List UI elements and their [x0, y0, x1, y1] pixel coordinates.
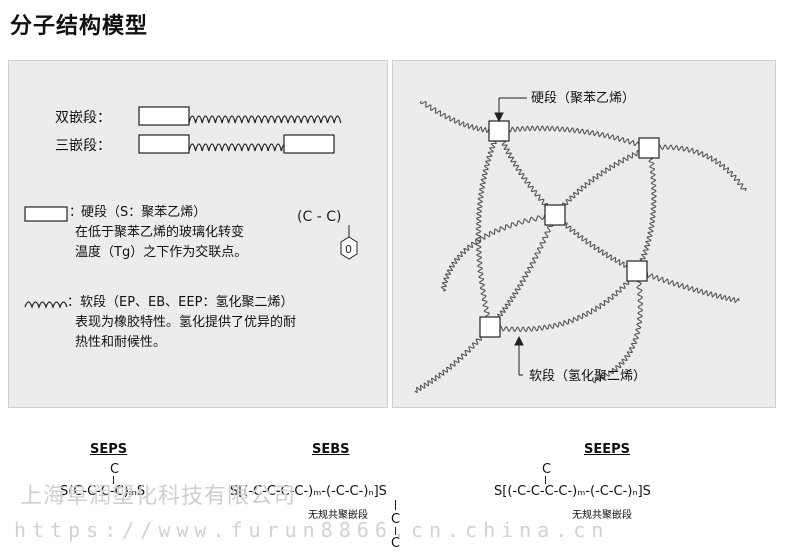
hard-domains — [479, 120, 660, 338]
soft-chain — [554, 145, 650, 217]
hard-domain — [488, 120, 510, 142]
svg-text:0: 0 — [345, 243, 352, 256]
svg-text:(C - C): (C - C) — [297, 209, 341, 225]
triblock-label: 三嵌段： — [55, 138, 111, 154]
seps-branch: C — [110, 462, 120, 477]
hard-domain — [479, 316, 501, 338]
sebs-branch-2: C — [391, 536, 401, 551]
seps-branch-bond — [113, 476, 114, 484]
network-panel: 硬段（聚苯乙烯） 软段（氢化聚二烯） — [392, 60, 776, 408]
soft-chains — [414, 100, 747, 394]
diblock-hard-segment — [138, 106, 190, 126]
soft-chain — [420, 100, 500, 134]
sebs-branch-bond-1 — [395, 500, 396, 510]
soft-chain — [498, 125, 650, 150]
company-watermark: 上海阜润塑化科技有限公司 — [20, 484, 297, 509]
hard-segment-callout: 硬段（聚苯乙烯） — [531, 91, 636, 106]
diblock-soft-segment — [188, 115, 342, 124]
seps-name: SEPS — [90, 442, 128, 457]
seeps-formula: S[(-C-C-C-C-)ₘ-(-C-C-)ₙ]S — [494, 484, 651, 499]
soft-chain — [553, 214, 638, 273]
soft-segment-desc-1: ：软段（EP、EB、EEP：氢化聚二烯） — [67, 295, 294, 310]
callout-arrows — [494, 97, 527, 376]
styrene-unit-structure: (C - C) 0 — [297, 209, 358, 260]
soft-chain — [635, 147, 657, 272]
seeps-branch-bond — [545, 476, 546, 484]
url-watermark: https://www.furun8866.cn.china.cn — [14, 518, 610, 542]
soft-chain — [440, 212, 556, 292]
soft-chain — [592, 270, 644, 384]
seeps-branch: C — [542, 462, 552, 477]
soft-segment-desc-2: 表现为橡胶特性。氢化提供了优异的耐 — [75, 315, 297, 330]
soft-segment-desc-3: 热性和耐候性。 — [75, 335, 167, 350]
page-title: 分子结构模型 — [10, 14, 149, 39]
soft-chain — [648, 144, 747, 192]
seps-formula: S(C-C-C-C)ₘS — [60, 484, 146, 499]
seeps-name: SEEPS — [584, 442, 631, 457]
legend-graphics: (C - C) 0 — [24, 106, 358, 309]
sebs-formula: S[(-C-C-C-C-)ₘ-(-C-C-)ₙ]S — [230, 484, 387, 499]
legend-panel: (C - C) 0 双嵌段： 三嵌段： ： 硬段（S：聚苯乙烯） 在低于聚苯乙烯… — [8, 60, 388, 408]
soft-callout-arrow-head — [514, 335, 524, 346]
hard-segment-colon: ： — [69, 205, 83, 220]
soft-segment-callout: 软段（氢化聚二烯） — [529, 369, 647, 384]
hard-callout-arrow-head — [494, 112, 504, 123]
soft-chain — [475, 130, 501, 328]
hard-domain — [638, 137, 660, 159]
hard-segment-desc-2: 在低于聚苯乙烯的玻璃化转变 — [75, 225, 245, 240]
sebs-branch-bond-2 — [395, 527, 396, 535]
soft-chain — [496, 130, 557, 216]
diblock-label: 双嵌段： — [55, 110, 111, 126]
triblock-hard-segment-left — [138, 134, 190, 154]
benzene-ring-icon — [340, 236, 358, 260]
hard-segment-desc-3: 温度（Tg）之下作为交联点。 — [75, 245, 248, 260]
soft-chain — [489, 270, 638, 333]
soft-chain — [414, 325, 491, 394]
soft-chain — [636, 269, 740, 304]
triblock-hard-segment-right — [283, 134, 335, 154]
hard-domain — [626, 260, 648, 282]
hard-domain — [544, 204, 566, 226]
polymer-network-diagram — [414, 97, 747, 394]
triblock-soft-segment — [188, 143, 289, 152]
seeps-note: 无规共聚嵌段 — [572, 510, 632, 521]
hard-segment-desc-1: 硬段（S：聚苯乙烯） — [81, 205, 207, 220]
soft-segment-legend-icon — [24, 301, 68, 309]
hard-segment-legend-icon — [24, 206, 68, 222]
sebs-note: 无规共聚嵌段 — [308, 510, 368, 521]
sebs-branch-1: C — [391, 512, 401, 527]
soft-chain — [489, 214, 556, 329]
sebs-name: SEBS — [312, 442, 350, 457]
